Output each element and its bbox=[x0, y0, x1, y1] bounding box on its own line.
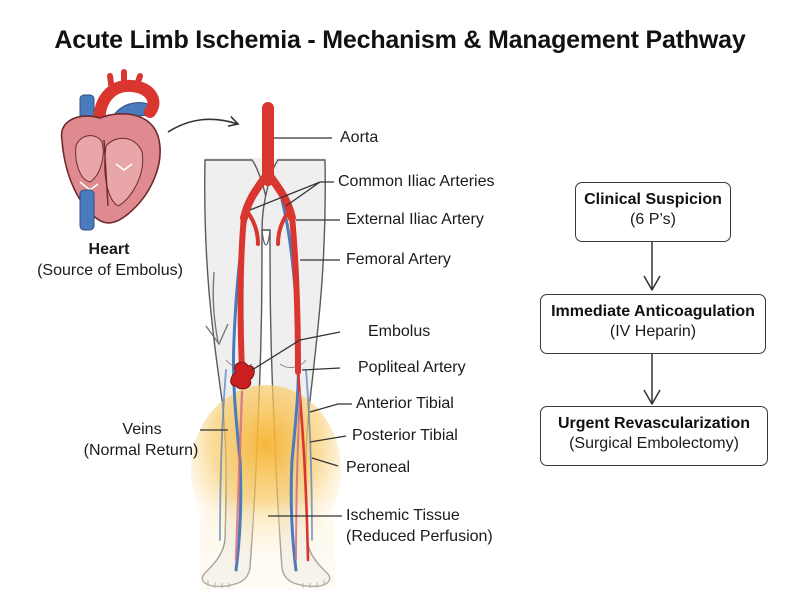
label-anterior-tibial: Anterior Tibial bbox=[356, 395, 454, 412]
left-internal-iliac bbox=[244, 208, 260, 246]
label-external-iliac: External Iliac Artery bbox=[346, 211, 484, 228]
pathway-step-3-title: Urgent Revascularization bbox=[557, 415, 751, 432]
label-ischemic: Ischemic Tissue bbox=[346, 507, 460, 524]
right-popliteal-tibial bbox=[296, 370, 310, 562]
heart-label: Heart bbox=[88, 241, 130, 258]
right-femoral bbox=[289, 213, 301, 375]
pathway-step-2: Immediate Anticoagulation (IV Heparin) bbox=[540, 294, 766, 354]
label-veins: Veins bbox=[122, 421, 162, 438]
right-internal-iliac bbox=[276, 208, 292, 246]
pathway-step-3-subtitle: (Surgical Embolectomy) bbox=[569, 435, 739, 452]
leader-lines bbox=[200, 137, 352, 517]
label-peroneal: Peroneal bbox=[346, 459, 411, 476]
heart-illustration bbox=[60, 69, 161, 231]
embolus-clot bbox=[230, 361, 255, 390]
label-popliteal: Popliteal Artery bbox=[358, 359, 466, 376]
pathway-step-3: Urgent Revascularization (Surgical Embol… bbox=[540, 406, 768, 466]
label-posterior-tibial: Posterior Tibial bbox=[352, 427, 458, 444]
right-anterior-tibial bbox=[295, 391, 301, 561]
pathway-arrows bbox=[643, 242, 661, 405]
left-femoral bbox=[237, 213, 247, 375]
label-ischemic-note: (Reduced Perfusion) bbox=[346, 528, 493, 545]
pathway-step-1-title: Clinical Suspicion bbox=[584, 191, 722, 208]
arteries bbox=[234, 102, 310, 562]
label-veins-note: (Normal Return) bbox=[83, 442, 199, 459]
label-common-iliac: Common Iliac Arteries bbox=[338, 173, 495, 190]
label-femoral: Femoral Artery bbox=[346, 251, 451, 268]
heart-to-aorta-arrow bbox=[167, 116, 240, 133]
label-aorta: Aorta bbox=[340, 129, 379, 146]
left-tibial bbox=[234, 390, 244, 562]
label-embolus: Embolus bbox=[368, 323, 431, 340]
diagram-title: Acute Limb Ischemia - Mechanism & Manage… bbox=[54, 26, 746, 54]
flow-arrow bbox=[205, 271, 229, 346]
pathway-step-1: Clinical Suspicion (6 P’s) bbox=[575, 182, 731, 242]
pathway-step-2-subtitle: (IV Heparin) bbox=[609, 323, 697, 340]
ischemic-glow bbox=[191, 385, 341, 590]
pathway-step-2-title: Immediate Anticoagulation bbox=[551, 303, 755, 320]
heart-note: (Source of Embolus) bbox=[37, 262, 183, 279]
pathway-step-1-subtitle: (6 P’s) bbox=[630, 211, 676, 228]
